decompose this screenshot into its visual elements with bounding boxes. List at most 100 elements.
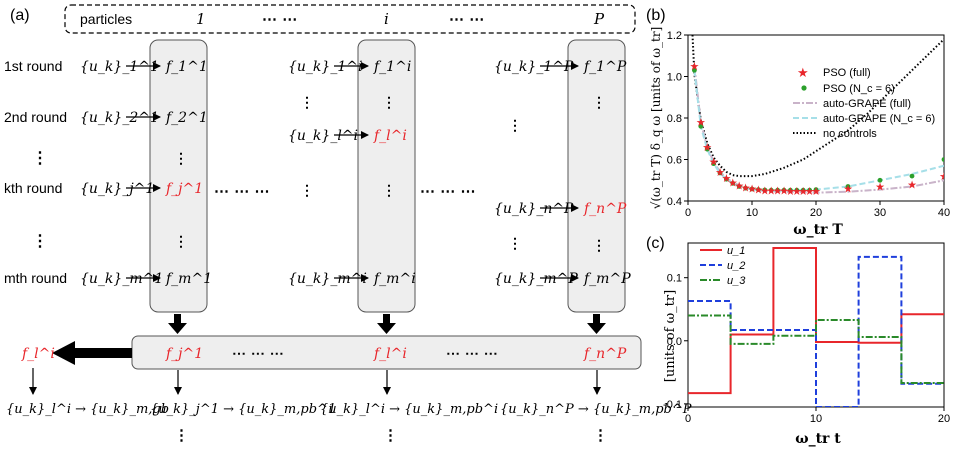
- particle-i-label: i: [384, 10, 389, 28]
- plot-b-series-0-point-14: ★: [779, 185, 789, 198]
- panel-c-legend: u_1 u_2 u_3: [700, 245, 746, 287]
- header-dots-1: ⋯ ⋯: [262, 10, 297, 28]
- plot-b-series-1-point-11: [762, 187, 768, 193]
- plot-b-series-0-point-1: ★: [696, 116, 706, 129]
- legend-grape-full: auto-GRAPE (full): [823, 98, 911, 110]
- plot-b-series-0-point-13: ★: [773, 185, 783, 198]
- header-dots-2: ⋯ ⋯: [449, 10, 484, 28]
- plot-b-series-0-point-0: ★: [689, 60, 699, 73]
- plot-b-series-1-point-16: [794, 187, 800, 193]
- cell-vdots-P-1: ⋮: [592, 95, 606, 111]
- personal-update-i: {u_k}_l^i → {u_k}_m,pb^i: [320, 402, 498, 417]
- plot-b-series-1-point-19: [813, 187, 819, 192]
- plot-b-series-0-point-10: ★: [753, 184, 763, 197]
- particles-label: particles: [80, 11, 132, 27]
- plot-b-series-1-point-21: [877, 177, 883, 183]
- panel-b-ylabel: √(ω_tr T) δ_q ω [units of ω_tr]: [649, 27, 663, 210]
- cell-f-j-1: f_j^1: [165, 181, 203, 197]
- plot-b-series-1-point-17: [800, 187, 806, 193]
- plot-b-series-1-point-20: [845, 184, 851, 189]
- input-vdots-P-1: ⋮: [508, 118, 522, 134]
- particle-1-label: 1: [196, 10, 206, 28]
- input-u-m-i: {u_k}_m^i: [288, 271, 367, 287]
- cell-f-1-P: f_1^P: [583, 59, 627, 75]
- input-u-j-1: {u_k}_j^1: [80, 181, 154, 197]
- input-u-1-1: {u_k}_1^1: [80, 59, 159, 75]
- cell-f-m-i: f_m^i: [373, 271, 416, 287]
- cell-vdots-1a: ⋮: [174, 151, 188, 167]
- cell-vdots-i-1: ⋮: [382, 95, 396, 111]
- legend-pso-full: PSO (full): [823, 67, 871, 79]
- legend-u2: u_2: [727, 260, 745, 272]
- panel-b-label: (b): [646, 7, 666, 24]
- plot-c-area: [688, 247, 944, 407]
- plot-b-series-0-point-17: ★: [798, 185, 808, 198]
- cell-f-1-i: f_1^i: [373, 59, 411, 75]
- particle-P-label: P: [593, 10, 605, 28]
- input-vdots-i-2: ⋮: [300, 183, 314, 199]
- personal-update-P: {u_k}_n^P → {u_k}_m,pb^P: [500, 402, 692, 417]
- plot-b-series-4-line: [691, 35, 944, 178]
- plot-b-series-1-point-9: [749, 186, 755, 192]
- plot-b-series-1-point-7: [736, 184, 742, 189]
- global-update: {u_k}_l^i → {u_k}_m,gb: [6, 402, 169, 417]
- plot-b-area: ★★★★★★★★★★★★★★★★★★★★★★★★: [689, 35, 944, 198]
- panel-b: (b) √(ω_tr T) δ_q ω [units of ω_tr] ω_tr…: [646, 7, 950, 238]
- plot-b-series-0-point-12: ★: [766, 185, 776, 198]
- input-u-1-i: {u_k}_1^i: [288, 59, 362, 75]
- column-i: {u_k}_1^i f_1^i ⋮ ⋮ {u_k}_l^i f_l^i ⋮ ⋮ …: [288, 59, 416, 287]
- column-P: {u_k}_1^P f_1^P ⋮ ⋮ {u_k}_n^P f_n^P ⋮ ⋮ …: [494, 59, 631, 287]
- legend-pso-nc-marker: [801, 85, 807, 91]
- legend-u3: u_3: [727, 275, 746, 287]
- cell-vdots-P-2: ⋮: [592, 238, 606, 254]
- plot-b-series-1-point-5: [724, 176, 729, 182]
- legend-pso-nc: PSO (N_c = 6): [823, 83, 895, 95]
- plot-b-xtick-label-4: 40: [938, 207, 950, 219]
- input-u-2-1: {u_k}_2^1: [80, 110, 159, 126]
- plot-b-series-0-point-8: ★: [741, 182, 751, 195]
- plot-b-series-1-point-8: [743, 185, 748, 191]
- plot-b-series-1-point-2: [704, 146, 710, 152]
- column-box-particle-1: [149, 39, 208, 313]
- plot-b-series-0-point-7: ★: [734, 179, 744, 192]
- round-label-m: mth round: [4, 270, 67, 286]
- round-vdots-1: ⋮: [32, 148, 48, 167]
- plot-b-ytick-label-4: 1.2: [667, 30, 682, 42]
- update-vdots-1: ⋮: [174, 426, 189, 444]
- plot-b-series-0-point-6: ★: [728, 176, 738, 189]
- plot-c-xtick-label-1: 10: [810, 413, 822, 425]
- plot-c-ytick-label-2: 0.1: [667, 273, 682, 285]
- round-vdots-2: ⋮: [32, 231, 48, 250]
- best-f-l-i: f_l^i: [373, 346, 407, 362]
- plot-b-xtick-label-3: 30: [874, 207, 886, 219]
- input-u-l-i: {u_k}_l^i: [288, 128, 358, 144]
- input-vdots-i-1: ⋮: [300, 95, 314, 111]
- best-row-dots-2: ⋯ ⋯ ⋯: [446, 346, 498, 362]
- hdots-row-1: ⋯ ⋯ ⋯: [214, 182, 269, 200]
- plot-b-series-0-point-11: ★: [760, 185, 770, 198]
- plot-b-series-0-point-15: ★: [785, 185, 795, 198]
- legend-u1: u_1: [727, 245, 745, 257]
- plot-b-series-1-point-22: [909, 173, 915, 179]
- input-u-m-P: {u_k}_m^P: [494, 271, 578, 287]
- plot-b-ytick-label-0: 0.4: [667, 196, 682, 208]
- cell-vdots-1b: ⋮: [174, 234, 188, 250]
- plot-c-ytick-label-0: -0.1: [663, 399, 682, 411]
- hdots-row-2: ⋯ ⋯ ⋯: [420, 182, 475, 200]
- best-f-j-1: f_j^1: [165, 346, 203, 362]
- input-vdots-P-2: ⋮: [508, 236, 522, 252]
- plot-b-series-1-point-13: [775, 187, 780, 193]
- plot-b-series-0-point-9: ★: [747, 183, 757, 196]
- plot-b-series-2-line: [693, 65, 944, 194]
- global-best-arrow-shaft: [72, 348, 132, 358]
- plot-b-series-1-point-10: [756, 187, 761, 192]
- column-box-particle-P: [567, 39, 626, 313]
- panel-c-ylabel: [units of ω_tr]: [663, 290, 678, 382]
- cell-f-m-1: f_m^1: [165, 271, 212, 287]
- round-label-k: kth round: [4, 180, 62, 196]
- input-u-m-1: {u_k}_m^1: [80, 271, 163, 287]
- plot-c-xtick-label-2: 20: [938, 413, 950, 425]
- plot-b-series-0-point-20: ★: [843, 183, 853, 196]
- plot-b-series-0-point-18: ★: [805, 185, 815, 198]
